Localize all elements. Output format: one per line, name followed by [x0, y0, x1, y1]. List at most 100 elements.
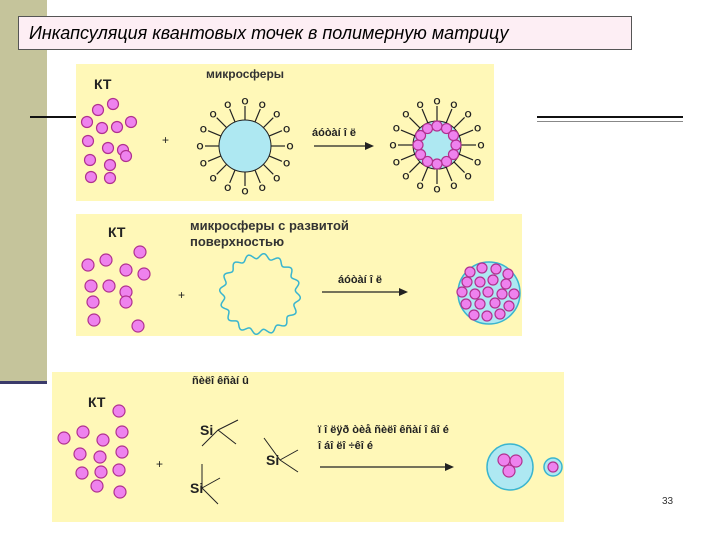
panel1-result-ligand-stem [458, 153, 474, 161]
panel1-result-ligand-stem [421, 166, 429, 182]
panel2-bound-quantum-dot [496, 288, 508, 300]
panel1-bound-quantum-dot [440, 122, 453, 135]
panel1-result-ligand-stem [408, 116, 421, 129]
panel2-bound-quantum-dot [490, 263, 502, 275]
panel1-result-ligand-stem [408, 161, 421, 174]
panel2-bound-quantum-dot [464, 266, 476, 278]
panel1-result-ligand-stem [453, 116, 466, 129]
panel3-silane-bond [279, 449, 299, 461]
panel1-sphere-ligand-stem [254, 108, 261, 123]
panel1-result-ligand-label: O [474, 124, 481, 134]
panel1-quantum-dot [95, 121, 109, 135]
slide-title: Инкапсуляция квантовых точек в полимерну… [29, 22, 509, 43]
panel3-arrow-head [445, 463, 454, 471]
panel3-silane-bond [201, 429, 219, 447]
panel2-quantum-dot [102, 279, 116, 293]
panel1-sphere-ligand-label: O [241, 187, 248, 197]
panel2-quantum-dot [87, 313, 101, 327]
panel1-result-ligand-stem [453, 161, 466, 174]
panel2-plus: + [178, 288, 186, 302]
panel2-quantum-dot [119, 295, 133, 309]
panel-siloxane-shell: КТ ñèëî êñàí û + Si Si Si ï î ëÿð òèå ñè… [52, 372, 564, 522]
panel1-result-ligand-stem [458, 129, 474, 137]
panel2-arrow-head [399, 288, 408, 296]
panel1-quantum-dot [103, 171, 117, 185]
panel3-quantum-dot [112, 404, 126, 418]
panel1-sphere-ligand-stem [216, 117, 228, 129]
panel1-sphere-ligand-label: O [273, 110, 280, 120]
panel3-si-label-3: Si [190, 480, 204, 496]
panel1-bound-quantum-dot [421, 155, 434, 168]
panel1-bound-quantum-dot [440, 155, 453, 168]
panel1-result-ligand-stem [400, 129, 416, 137]
page-number: 33 [662, 496, 674, 507]
panel1-quantum-dot [101, 141, 115, 155]
panel3-quantum-dot [90, 479, 104, 493]
title-box: Инкапсуляция квантовых точек в полимерну… [18, 16, 632, 50]
panel3-bound-quantum-dot [497, 453, 511, 467]
panel3-quantum-dot [112, 463, 126, 477]
panel1-sphere-ligand-label: O [286, 142, 293, 152]
panel2-bound-quantum-dot [476, 262, 488, 274]
panel1-quantum-dot [84, 170, 98, 184]
panel1-quantum-dot [91, 103, 105, 117]
panel1-sphere-ligand-stem [229, 108, 236, 123]
right-divider-line-lower [537, 121, 683, 122]
panel1-sphere-ligand-label: O [210, 173, 217, 183]
panel1-sphere-ligand-label: O [259, 100, 266, 110]
panel1-result-ligand-label: O [450, 181, 457, 191]
panel2-kt-label: КТ [108, 224, 126, 240]
panel1-sphere-ligand-stem [207, 155, 222, 162]
panel1-bound-quantum-dot [431, 158, 443, 170]
panel3-bound-quantum-dot [502, 464, 516, 478]
panel1-sphere-ligand-stem [216, 163, 228, 175]
panel1-arrow-head [365, 142, 374, 150]
panel1-quantum-dot [124, 115, 138, 129]
panel3-quantum-dot [57, 431, 71, 445]
sidebar-decoration [0, 0, 47, 382]
panel2-quantum-dot [137, 267, 151, 281]
panel1-sphere-ligand-stem [262, 163, 274, 175]
panel2-bound-quantum-dot [481, 310, 493, 322]
panel2-bound-quantum-dot [503, 300, 515, 312]
panel3-quantum-dot [76, 425, 90, 439]
panel1-sphere-ligand-stem [207, 130, 222, 137]
panel1-sphere-ligand-label: O [259, 183, 266, 193]
panel1-result-ligand-label: O [417, 181, 424, 191]
panel2-microspheres-label-line1: микросферы с развитой [190, 218, 349, 233]
panel1-bound-quantum-dot [431, 120, 443, 132]
panel3-quantum-dot [96, 433, 110, 447]
panel2-bound-quantum-dot [468, 309, 480, 321]
panel1-microspheres-label: микросферы [206, 67, 285, 81]
panel2-quantum-dot [81, 258, 95, 272]
panel1-result-ligand-label: O [417, 100, 424, 110]
panel2-arrow-label: áóòàí î ë [338, 274, 383, 286]
panel1-result-ligand-stem [445, 166, 453, 182]
panel3-arrow-label-line1: ï î ëÿð òèå ñèëî êñàí î âî é [318, 424, 449, 436]
panel1-sphere-ligand-label: O [224, 183, 231, 193]
panel3-kt-label: КТ [88, 394, 106, 410]
left-divider-line [30, 116, 76, 118]
panel1-quantum-dot [81, 134, 95, 148]
panel1-result-ligand-label: O [433, 185, 440, 195]
panel2-bound-quantum-dot [489, 297, 501, 309]
panel3-si-label-2: Si [266, 452, 280, 468]
panel1-plus: + [162, 133, 170, 147]
panel3-quantum-dot [94, 465, 108, 479]
panel-porous-microspheres: КТ микросферы с развитой поверхностью + … [76, 214, 522, 336]
panel2-bound-quantum-dot [474, 298, 486, 310]
panel3-silane-label: ñèëî êñàí û [192, 375, 249, 387]
panel2-bound-quantum-dot [461, 276, 473, 288]
panel2-quantum-dot [131, 319, 145, 333]
panel1-bound-quantum-dot [414, 148, 427, 161]
panel2-microspheres-label-line2: поверхностью [190, 234, 285, 249]
panel3-single-quantum-dot [547, 461, 559, 473]
panel1-quantum-dot [80, 115, 94, 129]
panel2-quantum-dot [86, 295, 100, 309]
panel2-diagram [81, 245, 521, 336]
panel1-sphere-ligand-stem [229, 169, 236, 184]
panel1-sphere-ligand-label: O [196, 142, 203, 152]
panel1-result-ligand-label: O [465, 109, 472, 119]
panel3-bound-quantum-dot [509, 454, 523, 468]
panel1-result-ligand-stem [445, 108, 453, 124]
